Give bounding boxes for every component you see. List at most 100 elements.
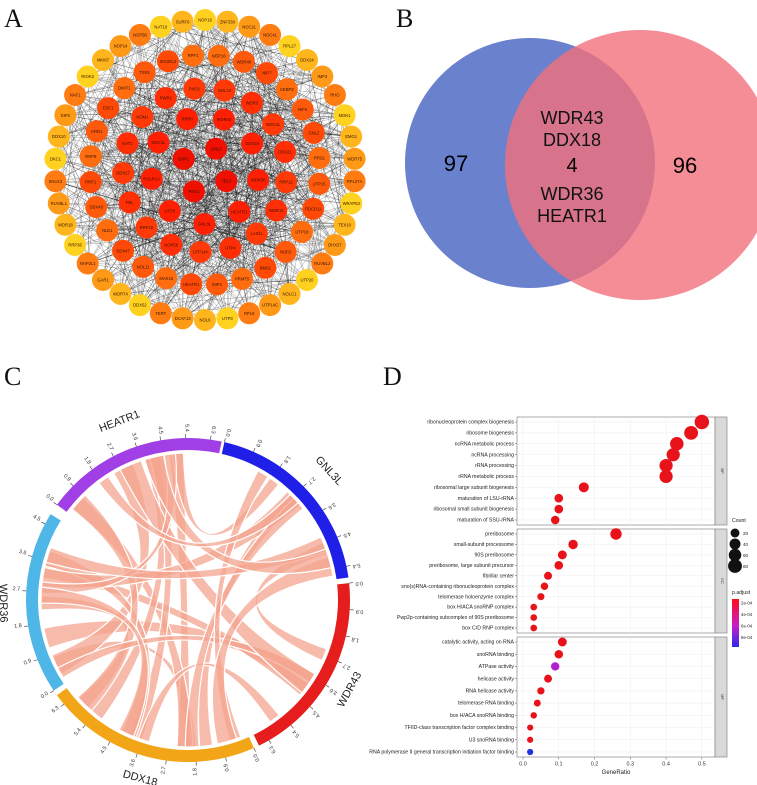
chord-tick (253, 747, 256, 752)
chord-segment-label: WDR36 (0, 584, 9, 623)
chord-tick-label: 0.0 (355, 580, 363, 587)
network-node: GAR1 (92, 269, 114, 291)
network-node-label: PWP2 (160, 96, 173, 101)
network-node-label: FBL (126, 200, 134, 205)
chord-segment-label: WDR43 (335, 670, 364, 710)
term-dot (670, 437, 684, 451)
network-node-label: DDX49 (89, 205, 103, 210)
network-node: WDR46 (232, 50, 255, 73)
term-label: rRNA metabolic process (458, 474, 514, 480)
network-node: RPF1 (182, 44, 204, 67)
network-node: RRP15 (135, 216, 158, 239)
chord-link (171, 452, 280, 537)
network-node: UTP15 (308, 172, 331, 195)
network-node-label: HEATR1 (231, 209, 248, 214)
term-dot (533, 699, 541, 707)
chord-segment-label: GNL3L (313, 454, 345, 488)
network-node-label: UTP6 (164, 209, 175, 214)
network-node-label: PES1 (189, 189, 200, 194)
chord-tick (33, 659, 38, 662)
network-node-label: ZNF330 (220, 19, 236, 24)
network-node-label: RHO (330, 93, 340, 98)
network-node: NOC2L (147, 131, 170, 154)
chord-tick-label: 0.0 (40, 691, 50, 700)
network-node: EIF6 (54, 104, 77, 127)
network-node: NOL11 (132, 255, 155, 278)
term-label: rRNA processing (475, 463, 514, 469)
chord-link (213, 469, 269, 742)
network-node-label: NOL10 (218, 88, 232, 93)
network-node: GNL3L (193, 213, 216, 235)
term-dot (578, 482, 589, 493)
legend-padj-bar (732, 599, 739, 647)
network-node: NOC3L (262, 113, 285, 136)
network-node: WDR12 (265, 199, 288, 222)
chord-tick (225, 757, 227, 762)
chord-link (211, 555, 334, 745)
network-node: RUVBL1 (47, 192, 70, 215)
network-node: MDN1 (333, 104, 356, 127)
chord-segment-label: DDX18 (121, 768, 158, 785)
chord-tick-label: 1.8 (82, 456, 91, 466)
x-tick-label: 0.0 (519, 762, 527, 768)
facet-panel (516, 636, 716, 758)
network-node: WDR18 (54, 213, 77, 236)
network-node-label: NAT10 (154, 24, 167, 29)
chord-link (40, 586, 149, 738)
term-label: box H/ACA snoRNP complex (447, 605, 514, 611)
legend-count-label: 80 (743, 564, 749, 569)
facet-strip-label: CC (720, 578, 725, 584)
facet-strip (714, 636, 728, 758)
network-node-label: DKC1 (50, 156, 62, 161)
network-node: DDX24 (296, 49, 318, 71)
network-node-label: UTP20 (300, 278, 314, 283)
network-node-label: PNO1 (189, 86, 201, 91)
network-node: DCAF13 (171, 307, 194, 330)
chord-link (143, 454, 333, 575)
network-node: DDX52 (128, 294, 151, 317)
chord-tick (28, 555, 33, 557)
network-node: PES1 (182, 180, 205, 203)
network-node: WDR3 (240, 91, 263, 114)
network-node: NOC2L (238, 15, 261, 38)
term-label: maturation of SSU-rRNA (457, 518, 514, 524)
term-dot (568, 539, 578, 550)
legend-count-dot (728, 548, 742, 562)
chord-tick-label: 3.6 (129, 758, 137, 767)
network-node: HEATR1 (180, 273, 203, 296)
network-node-label: DDX21 (278, 150, 292, 155)
network-node: NOL6 (194, 309, 216, 331)
network-node: ZNF330 (216, 10, 239, 33)
chord-tick (253, 448, 256, 452)
network-node-label: RRP15 (140, 225, 154, 230)
network-node: MKI67 (92, 49, 114, 71)
network-node-label: RRP12 (279, 180, 293, 185)
term-label: catalytic activity, acting on RNA (442, 640, 515, 646)
term-dot (694, 414, 710, 430)
chord-tick-label: 0.9 (254, 438, 263, 447)
facet-panel (516, 528, 716, 634)
network-node-label: IMP3 (317, 74, 327, 79)
network-node: NAF1 (64, 84, 87, 106)
chord-tick (41, 521, 46, 525)
network-node: RRP12 (275, 171, 298, 194)
network-node-label: DCAF13 (175, 316, 192, 321)
network-node-label: NOC2L (242, 24, 257, 29)
facet-strip-label: MF (720, 694, 725, 700)
panel-b-letter: B (396, 4, 414, 33)
network-node: DDX49 (85, 196, 108, 219)
network-node: SURF6 (171, 10, 194, 33)
network-node-label: IMP4 (212, 282, 222, 287)
network-node-label: WRAP53 (343, 201, 361, 206)
network-node-label: WDR46 (236, 59, 251, 64)
chord-link (98, 475, 300, 548)
legend-padj-label: 4e-04 (741, 612, 753, 617)
network-node-label: WDR75 (347, 156, 362, 161)
network-node: ESF1 (97, 97, 120, 120)
chord-tick-label: 3.6 (327, 501, 337, 510)
chord-tick (53, 502, 58, 506)
network-node: NOP14 (109, 35, 132, 58)
